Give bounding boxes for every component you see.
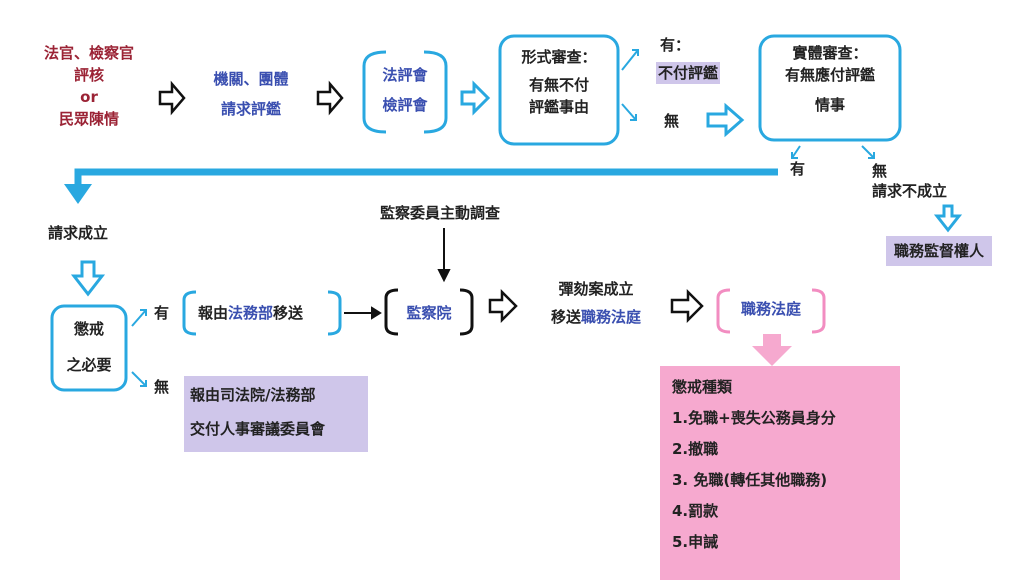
punishment-item: 2.撤職 [672,440,719,458]
substantive-review-text: 實體審查： 有無應付評鑑 情事 [760,42,900,116]
request-node: 機關、團體 請求評鑑 [196,68,306,120]
substantive-line1: 有無應付評鑑 [784,66,875,84]
subst-no-label: 無 [872,162,888,180]
branch-need-yes [131,309,147,327]
court-node: 職務法庭 [740,300,801,318]
impeachment-line2-highlight: 職務法庭 [581,308,642,326]
ministry-post: 移送 [273,304,304,322]
ministry-highlight: 法務部 [228,304,274,322]
substantive-title: 實體審查： [792,44,868,62]
supervision-node: 職務監督權人 [886,236,993,266]
impeachment-line2-pre: 移送 [550,308,581,326]
punishments-box: 懲戒種類 1.免職+喪失公務員身分 2.撤職 3. 免職(轉任其他職務) 4.罰… [660,366,900,580]
branch-formal-no [621,103,637,121]
need-yes-label: 有 [154,304,170,322]
discipline-need-text: 懲戒 之必要 [52,318,126,376]
control-yuan-node: 監察院 [406,304,452,322]
formal-yes-label: 有： [660,36,691,54]
committee-line1: 法評會 [382,66,428,84]
committee-node: 法評會 檢評會 [364,64,446,116]
need-no-label: 無 [154,378,170,396]
source-line1: 法官、檢察官 [43,44,134,62]
council-box [184,376,368,452]
subst-no-result: 請求不成立 [872,182,948,200]
active-investigation-label: 監察委員主動調查 [380,204,501,222]
arrow-committee-to-formal [460,80,491,116]
arrow-to-supervision [933,204,963,233]
council-line2: 交付人事審議委員會 [190,420,326,438]
source-box: 法官、檢察官 評核 or 民眾陳情 [14,42,164,130]
discipline-line2: 之必要 [66,356,112,374]
return-line [74,168,778,184]
substantive-review-box [758,34,902,142]
formal-review-box [498,34,620,146]
ministry-pre: 報由 [198,304,229,322]
impeachment-node: 彈劾案成立 移送職務法庭 [530,278,662,328]
formal-review-text: 形式審查： 有無不付 評鑑事由 [500,46,618,118]
impeachment-line2: 移送職務法庭 [530,306,662,328]
committee-line2: 檢評會 [382,96,428,114]
request-ok-label: 請求成立 [48,224,109,242]
formal-no-label: 無 [664,112,680,130]
pink-arrow-down [752,334,792,366]
punishment-item: 3. 免職(轉任其他職務) [672,471,828,489]
ministry-bracket [182,290,342,336]
arrow-no-to-substantive [706,102,745,138]
branch-need-no [131,371,147,387]
source-line4: 民眾陳情 [58,110,119,128]
discipline-need-box [50,304,128,392]
substantive-line2: 情事 [814,96,845,114]
punishment-item: 5.申誡 [672,533,719,551]
punishment-item: 4.罰款 [672,502,719,520]
subst-yes-label: 有 [790,160,806,178]
formal-line2: 評鑑事由 [528,98,589,116]
council-line1: 報由司法院/法務部 [190,386,316,404]
arrow-impeach-out [670,288,704,324]
formal-yes-result: 不付評鑑 [656,62,721,84]
impeachment-line1: 彈劾案成立 [558,280,634,298]
formal-line1: 有無不付 [528,76,589,94]
arrow-to-discipline-need [70,260,106,297]
punishments-title: 懲戒種類 [672,378,733,396]
committee-bracket [362,50,448,134]
branch-formal-yes [621,49,639,71]
branch-subst-yes [791,145,801,159]
source-line2: 評核 [73,66,104,84]
court-bracket [716,288,826,334]
discipline-line1: 懲戒 [73,320,104,338]
arrow-impeach-in [488,288,518,324]
punishment-item: 1.免職+喪失公務員身分 [672,409,836,427]
return-arrowhead [64,184,92,204]
arrow-request-to-committee [316,80,344,116]
branch-subst-no [861,145,875,159]
source-line3: or [80,88,98,106]
arrow-source-to-request [158,80,186,116]
request-line1: 機關、團體 [213,70,289,88]
ministry-forward-node: 報由法務部移送 [198,302,303,324]
formal-title: 形式審查： [521,48,597,66]
request-line2: 請求評鑑 [220,100,281,118]
control-yuan-bracket [384,288,474,336]
